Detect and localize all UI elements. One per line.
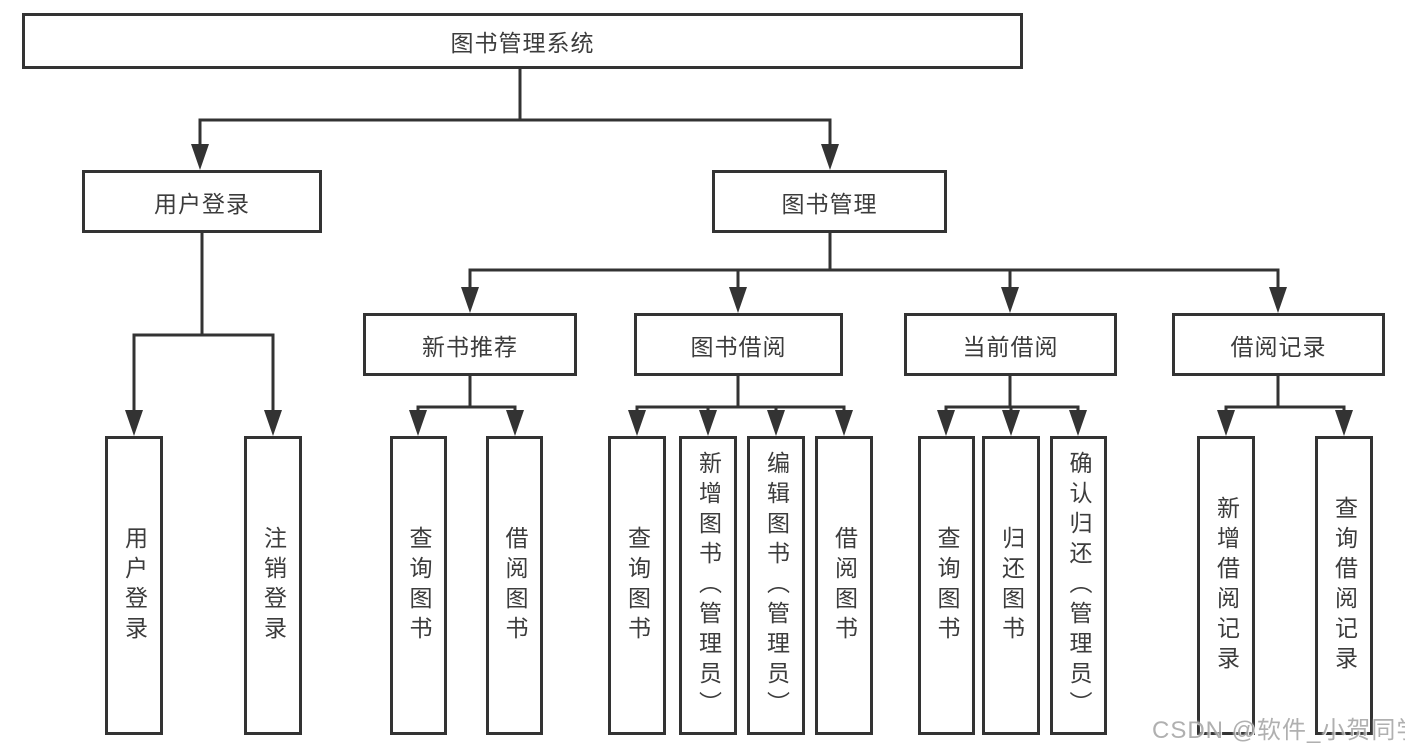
arrow-icon — [729, 287, 747, 313]
leaf-add-borrow-record: 新增借阅记录 — [1197, 436, 1255, 735]
arrow-icon — [1069, 410, 1087, 436]
leaf-query-borrow-record: 查询借阅记录 — [1315, 436, 1373, 735]
connector-root-to-level2 — [198, 69, 832, 152]
arrow-icon — [461, 287, 479, 313]
node-label: 借阅图书 — [502, 525, 528, 646]
leaf-logout: 注销登录 — [244, 436, 302, 735]
node-new-book-recommend: 新书推荐 — [363, 313, 577, 376]
node-current-borrow: 当前借阅 — [904, 313, 1117, 376]
connector-borrow-records-children — [1224, 376, 1346, 414]
node-label: 查询图书 — [934, 525, 960, 646]
leaf-query-books-current: 查询图书 — [918, 436, 975, 735]
leaf-query-books-recommend: 查询图书 — [390, 436, 447, 735]
arrow-icon — [699, 410, 717, 436]
arrow-icon — [1335, 410, 1353, 436]
node-label: 新增图书（管理员） — [695, 450, 722, 721]
connector-user-login-children — [132, 233, 275, 414]
node-label: 归还图书 — [998, 525, 1025, 646]
connector-current-borrow-children — [944, 376, 1080, 414]
arrow-icon — [835, 410, 853, 436]
node-label: 图书管理 — [781, 190, 878, 217]
arrowheads — [125, 144, 1353, 436]
arrow-icon — [409, 410, 427, 436]
leaf-user-login: 用户登录 — [105, 436, 163, 735]
node-label: 新增借阅记录 — [1213, 495, 1240, 676]
arrow-icon — [937, 410, 955, 436]
node-label: 图书借阅 — [690, 333, 787, 360]
node-label: 借阅图书 — [831, 525, 858, 646]
arrow-icon — [1269, 287, 1287, 313]
node-borrow-records: 借阅记录 — [1172, 313, 1385, 376]
node-book-borrow: 图书借阅 — [634, 313, 843, 376]
node-label: 新书推荐 — [422, 333, 518, 360]
node-label: 用户登录 — [121, 525, 148, 646]
arrow-icon — [125, 410, 143, 436]
node-label: 查询图书 — [406, 525, 432, 646]
arrow-icon — [1002, 410, 1020, 436]
node-label: 当前借阅 — [962, 333, 1059, 360]
arrow-icon — [1217, 410, 1235, 436]
arrow-icon — [191, 144, 209, 170]
arrow-icon — [264, 410, 282, 436]
watermark: CSDN @软件_小贺同学 — [1152, 717, 1405, 744]
leaf-borrow-books: 借阅图书 — [815, 436, 873, 735]
leaf-borrow-books-recommend: 借阅图书 — [486, 436, 543, 735]
arrow-icon — [767, 410, 785, 436]
node-label: 图书管理系统 — [450, 30, 595, 56]
node-library-management-system: 图书管理系统 — [22, 13, 1023, 69]
node-label: 查询图书 — [624, 525, 651, 646]
arrow-icon — [628, 410, 646, 436]
leaf-return-books: 归还图书 — [982, 436, 1040, 735]
node-book-management: 图书管理 — [712, 170, 947, 233]
leaf-query-books-borrow: 查询图书 — [608, 436, 666, 735]
arrow-icon — [506, 410, 524, 436]
connector-new-book-recommend-children — [416, 376, 517, 414]
arrow-icon — [1001, 287, 1019, 313]
node-label: 注销登录 — [260, 525, 287, 646]
leaf-add-books-admin: 新增图书（管理员） — [679, 436, 737, 735]
node-label: 查询借阅记录 — [1331, 495, 1358, 676]
leaf-confirm-return-admin: 确认归还（管理员） — [1050, 436, 1107, 735]
connector-book-borrow-children — [635, 376, 846, 414]
node-label: 借阅记录 — [1230, 333, 1327, 360]
connector-book-management-children — [468, 233, 1280, 292]
arrow-icon — [821, 144, 839, 170]
node-user-login: 用户登录 — [82, 170, 322, 233]
node-label: 确认归还（管理员） — [1066, 450, 1092, 721]
leaf-edit-books-admin: 编辑图书（管理员） — [747, 436, 805, 735]
node-label: 用户登录 — [154, 190, 250, 217]
node-label: 编辑图书（管理员） — [763, 450, 790, 721]
